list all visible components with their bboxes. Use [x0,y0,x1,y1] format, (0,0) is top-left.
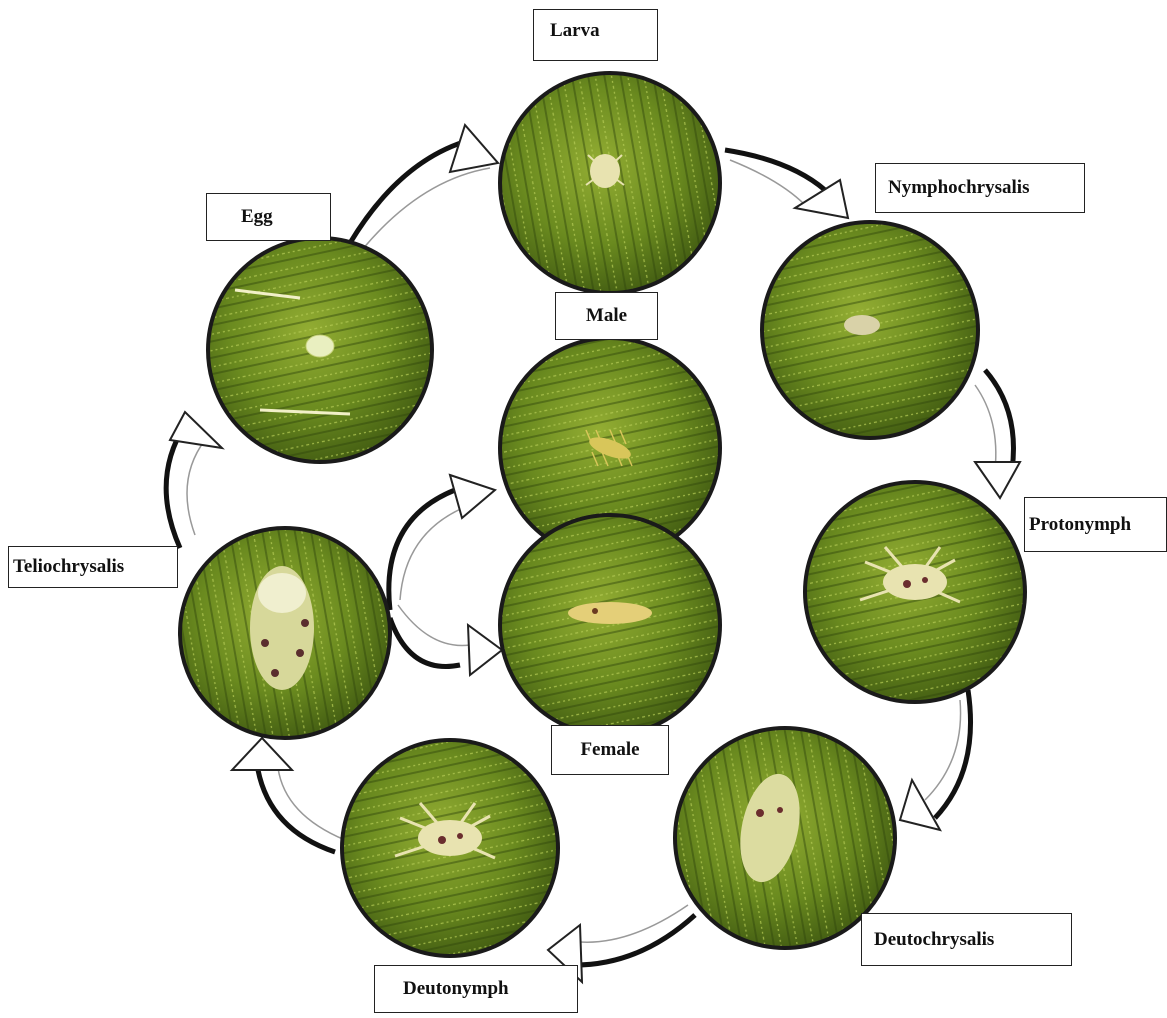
male-label: Male [555,292,658,340]
arrow-teliochrysalis-to-egg [166,412,222,548]
nymphochrysalis-label: Nymphochrysalis [875,163,1085,213]
chrysalis-small-specimen [844,315,880,335]
protonymph-label: Protonymph [1024,497,1167,552]
female-label: Female [551,725,669,775]
larva-photo-circle [500,73,720,293]
nymphochrysalis-photo-circle [762,222,978,438]
protonymph-photo-circle [805,482,1025,702]
teliochrysalis-photo-circle [180,528,390,738]
female-specimen [568,602,652,624]
deutonymph-label: Deutonymph [374,965,578,1013]
arrow-nymphochrysalis-to-protonymph [975,370,1020,498]
arrow-larva-to-nymphochrysalis [725,150,848,218]
telio-specimen [250,566,314,690]
deutonymph-photo-circle [342,740,558,956]
arrow-egg-to-larva [350,125,498,250]
deutochrysalis-label: Deutochrysalis [861,913,1072,966]
arrow-teliochrysalis-to-male [389,475,495,610]
arrow-teliochrysalis-to-female [390,605,502,675]
larva-label: Larva [533,9,658,61]
egg-photo-circle [208,238,432,462]
egg-label: Egg [206,193,331,241]
teliochrysalis-label: Teliochrysalis [8,546,178,588]
arrow-deutonymph-to-teliochrysalis [232,738,345,852]
female-photo-circle [500,515,720,735]
arrow-protonymph-to-deutochrysalis [900,690,971,830]
